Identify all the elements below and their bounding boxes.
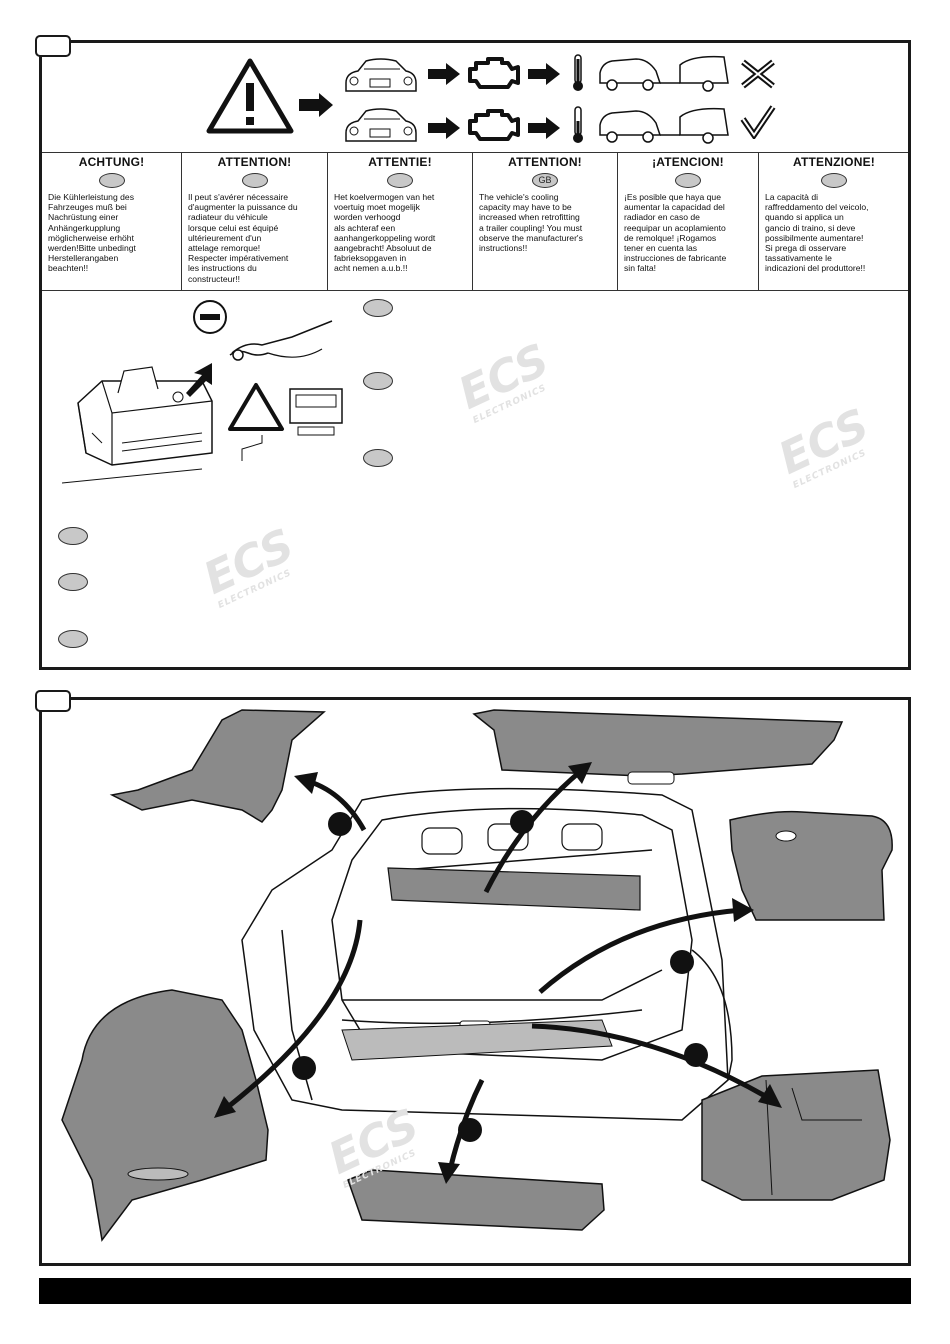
column-text: Die Kühlerleistung des Fahrzeuges muß be… (48, 192, 136, 274)
column-title: ATTENTIE! (368, 155, 432, 169)
language-badge-blank (58, 573, 88, 591)
car-front-icon (345, 108, 417, 142)
step-tab-2 (35, 690, 71, 712)
warning-column-nl: ATTENTIE! Het koelvermogen van het voert… (328, 153, 472, 291)
thermometer-normal-icon (573, 106, 583, 143)
column-text: Il peut s'avérer nécessaire d'augmenter … (188, 192, 298, 284)
column-title: ATTENZIONE! (793, 155, 875, 169)
cross-mark-icon (741, 59, 775, 89)
footer-bar (39, 1278, 911, 1304)
car-towing-caravan-icon (599, 107, 729, 144)
warning-column-gb: ATTENTION! GB The vehicle's cooling capa… (473, 153, 617, 291)
column-text: ¡Es posible que haya que aumentar la cap… (624, 192, 727, 274)
column-divider (758, 153, 759, 291)
column-title: ATTENTION! (508, 155, 582, 169)
language-badge-blank (58, 527, 88, 545)
language-badge (821, 173, 847, 188)
engine-icon (468, 109, 520, 141)
column-divider (617, 153, 618, 291)
language-badge: GB (532, 173, 558, 188)
thermometer-hot-icon (573, 54, 583, 91)
column-divider (181, 153, 182, 291)
check-mark-icon (740, 105, 776, 139)
language-badge-blank (363, 299, 393, 317)
trunk-disassembly-panel (39, 697, 911, 1266)
language-badge-blank (58, 630, 88, 648)
table-bottom-rule (42, 290, 908, 291)
language-badge (387, 173, 413, 188)
warning-triangle-icon (206, 58, 294, 134)
column-divider (327, 153, 328, 291)
warning-column-de: ACHTUNG! Die Kühlerleistung des Fahrzeug… (42, 153, 181, 291)
column-title: ATTENTION! (217, 155, 292, 169)
language-badge (675, 173, 701, 188)
warning-column-es: ¡ATENCION! ¡Es posible que haya que aume… (618, 153, 758, 291)
language-badge (241, 173, 268, 188)
step-tab-1 (35, 35, 71, 57)
column-title: ACHTUNG! (78, 155, 145, 169)
table-top-rule (42, 152, 908, 153)
arrow-right-icon (528, 117, 560, 139)
column-divider (472, 153, 473, 291)
language-badge-blank (363, 372, 393, 390)
column-text: La capacità di raffreddamento del veicol… (765, 192, 869, 274)
arrow-right-icon (528, 63, 560, 85)
warning-column-fr: ATTENTION! Il peut s'avérer nécessaire d… (182, 153, 327, 291)
car-towing-caravan-icon (599, 55, 729, 92)
car-front-icon (345, 58, 417, 92)
cooling-warning-panel: ACHTUNG! Die Kühlerleistung des Fahrzeug… (39, 40, 911, 670)
battery-disconnect-illustration (62, 300, 343, 484)
warning-column-it: ATTENZIONE! La capacità di raffreddament… (759, 153, 909, 291)
column-text: Het koelvermogen van het voertuig moet m… (334, 192, 436, 274)
engine-icon (468, 57, 520, 89)
arrow-right-icon (428, 117, 460, 139)
arrow-right-icon (299, 93, 333, 117)
arrow-right-icon (428, 63, 460, 85)
trunk-disassembly-illustration (61, 709, 893, 1242)
column-text: The vehicle's cooling capacity may have … (479, 192, 583, 254)
column-title: ¡ATENCION! (652, 155, 724, 169)
language-badge (98, 173, 125, 188)
language-badge-blank (363, 449, 393, 467)
